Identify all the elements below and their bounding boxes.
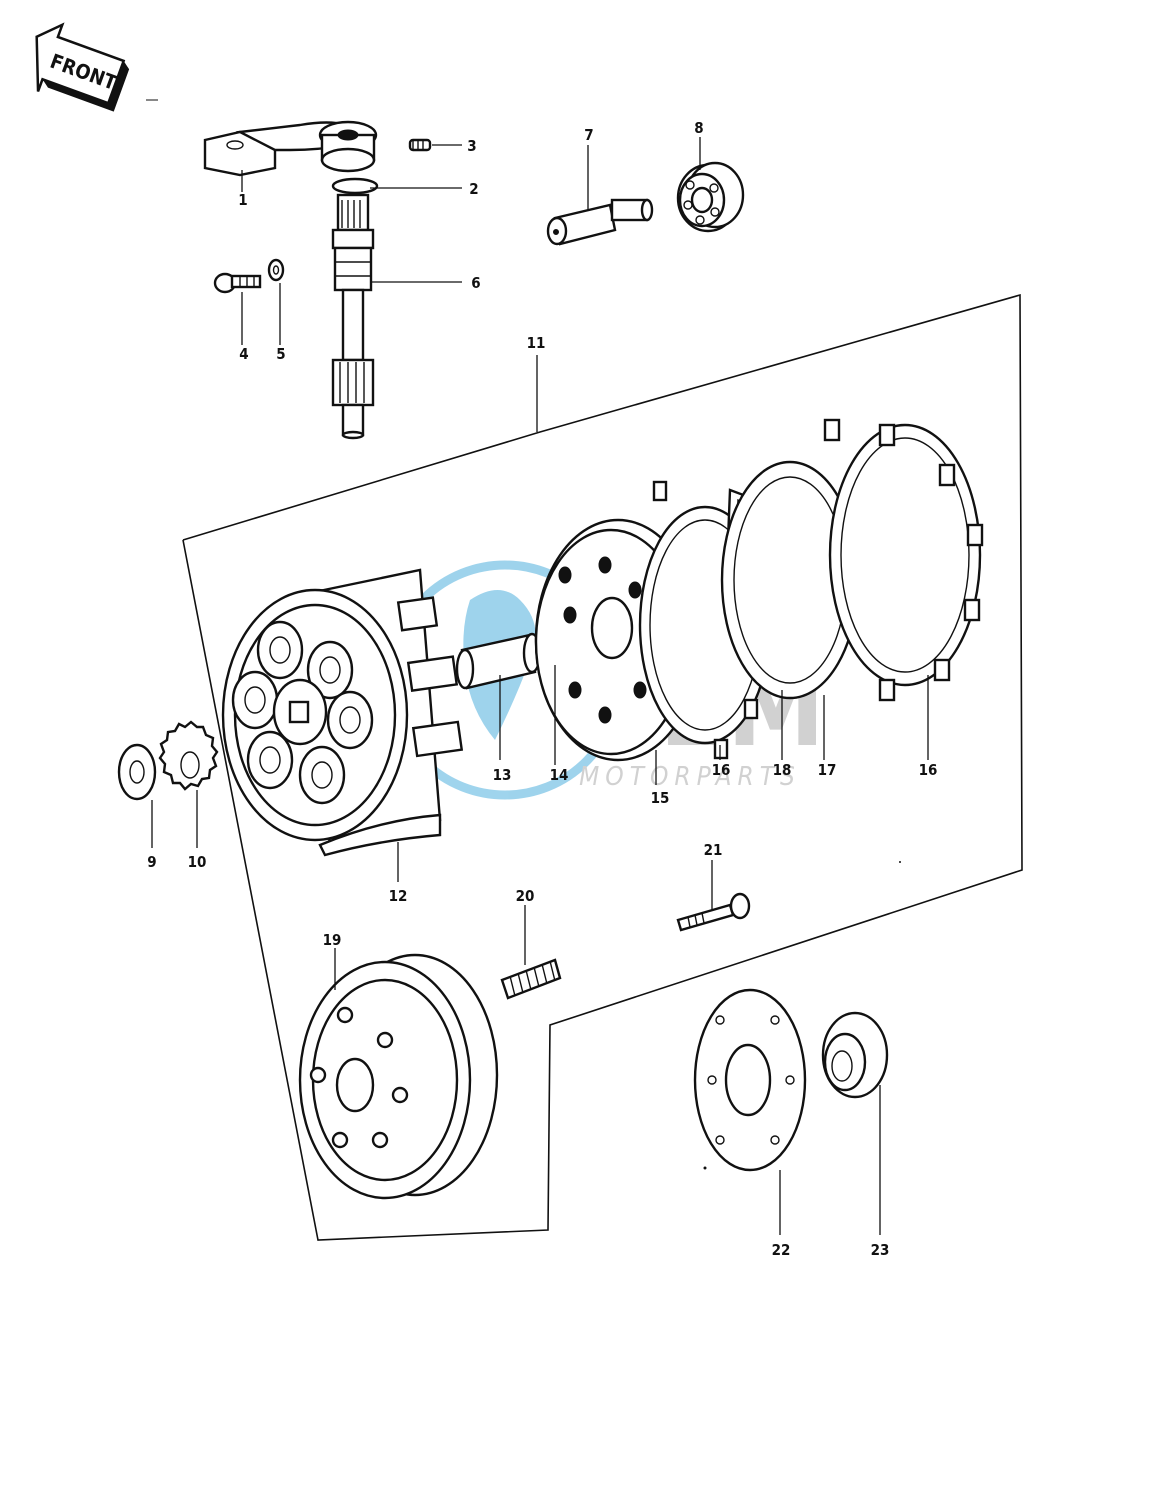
callout-20: 20 bbox=[516, 887, 535, 905]
callout-22: 22 bbox=[772, 1241, 791, 1259]
part-2-circlip bbox=[331, 177, 379, 195]
part-23-cap bbox=[821, 1011, 889, 1099]
callout-16-inner: 16 bbox=[712, 761, 731, 779]
callout-18: 18 bbox=[773, 761, 792, 779]
assembly-boundary-line bbox=[182, 293, 1023, 1241]
callout-6: 6 bbox=[471, 274, 480, 292]
callout-16-outer: 16 bbox=[919, 761, 938, 779]
part-20-clutch-spring bbox=[500, 958, 562, 1000]
part-10-drive-gear bbox=[158, 720, 219, 791]
part-12-clutch-housing bbox=[221, 568, 464, 857]
front-arrow-badge: FRONT bbox=[35, 22, 130, 112]
callout-1: 1 bbox=[238, 191, 247, 209]
callout-4: 4 bbox=[239, 345, 248, 363]
callout-8: 8 bbox=[694, 119, 703, 137]
callout-13: 13 bbox=[493, 766, 512, 784]
callout-9: 9 bbox=[147, 853, 156, 871]
part-3-set-screw bbox=[408, 138, 432, 152]
watermark-subtitle: MOTORPARTS bbox=[579, 762, 801, 792]
part-9-thrust-washer bbox=[117, 743, 157, 801]
callout-19: 19 bbox=[323, 931, 342, 949]
callout-numbers: 1 2 3 4 5 6 7 8 9 10 11 12 13 14 15 16 1… bbox=[147, 119, 937, 1259]
part-22-retainer-plate bbox=[693, 988, 807, 1172]
callout-17: 17 bbox=[818, 761, 837, 779]
callout-23: 23 bbox=[871, 1241, 890, 1259]
callout-12: 12 bbox=[389, 887, 408, 905]
part-1-release-lever bbox=[203, 120, 378, 177]
callout-15: 15 bbox=[651, 789, 670, 807]
part-7-push-rod bbox=[546, 198, 654, 246]
callout-7: 7 bbox=[584, 126, 593, 144]
callout-3: 3 bbox=[467, 137, 476, 155]
part-16-friction-plate-outer bbox=[823, 418, 984, 702]
callout-11: 11 bbox=[527, 334, 546, 352]
part-6-release-shaft bbox=[331, 193, 375, 440]
part-21-bolt bbox=[676, 892, 751, 932]
callout-21: 21 bbox=[704, 841, 723, 859]
callout-2: 2 bbox=[469, 180, 478, 198]
part-5-washer bbox=[267, 258, 285, 282]
part-4-bolt bbox=[213, 272, 262, 294]
callout-5: 5 bbox=[276, 345, 285, 363]
callout-14: 14 bbox=[550, 766, 569, 784]
print-specks bbox=[146, 99, 901, 1170]
leader-lines bbox=[151, 137, 929, 1235]
part-13-sleeve bbox=[455, 632, 542, 690]
part-19-pressure-plate bbox=[298, 953, 499, 1200]
part-8-ball-bearing bbox=[676, 161, 745, 233]
callout-10: 10 bbox=[188, 853, 207, 871]
